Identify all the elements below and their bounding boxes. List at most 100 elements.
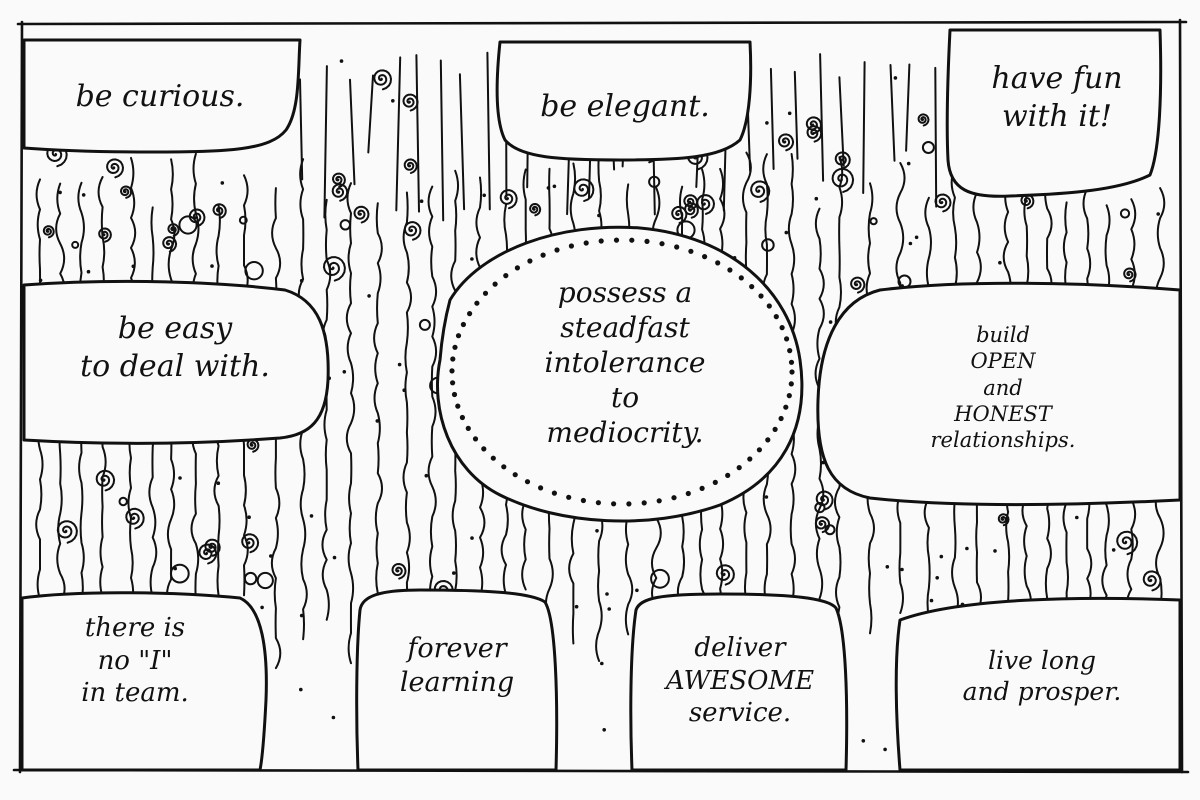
doodle-stroke (905, 63, 911, 152)
doodle-dot (814, 196, 819, 201)
doodle-spiral (934, 193, 952, 213)
doodle-stroke (793, 70, 799, 160)
doodle-dot (883, 747, 887, 752)
doodle-spiral (125, 507, 145, 530)
center-ring-dot (449, 368, 455, 374)
doodle-dot (885, 565, 890, 569)
doodle-spiral (241, 533, 260, 554)
center-ring-dot (629, 237, 635, 243)
doodle-dot (908, 241, 913, 246)
doodle-spiral (120, 185, 133, 199)
center-ring-dot (712, 479, 718, 485)
bubble-learning (355, 588, 559, 772)
center-ring-dot (524, 479, 531, 485)
center-ring-dot (727, 267, 733, 273)
doodle-circle (1119, 208, 1131, 219)
doodle-spiral (198, 543, 218, 565)
doodle-dot (299, 278, 304, 283)
doodle-stroke (299, 78, 304, 181)
text-deliver-service: deliver AWESOME service. (665, 633, 815, 728)
center-ring-dot (772, 426, 778, 432)
doodle-dot (1111, 548, 1116, 552)
doodle-circle (650, 568, 670, 589)
bubble-service (629, 592, 849, 772)
center-ring-dot (788, 381, 794, 387)
doodle-dot (367, 294, 371, 298)
doodle-stroke (889, 64, 896, 162)
doodle-dot (299, 687, 303, 692)
center-ring-dot (611, 501, 617, 507)
doodle-circle (339, 219, 351, 231)
doodle-circle (238, 215, 248, 225)
doodle-spiral (167, 223, 180, 237)
center-ring-dot (527, 258, 533, 264)
doodle-circle (71, 240, 80, 249)
bubble-team (20, 591, 268, 772)
center-ring-dot (580, 497, 587, 504)
center-ring-dot (554, 247, 560, 253)
bubble-center (436, 225, 804, 523)
doodle-dot (339, 59, 344, 63)
doodle-stroke (367, 74, 374, 154)
center-ring-dot (747, 456, 753, 462)
doodle-spiral (715, 564, 735, 586)
doodle-stroke (819, 53, 825, 182)
center-ring-dot (551, 490, 558, 496)
doodle-dot (574, 604, 579, 609)
doodle-dot (828, 320, 833, 324)
center-ring-dot (512, 472, 518, 478)
doodle-spiral (212, 203, 227, 220)
bubble-elegant (495, 40, 753, 162)
text-have-fun: have fun with it! (991, 61, 1123, 134)
center-ring-dot (450, 380, 456, 386)
doodle-dot (342, 370, 347, 374)
doodle-dot (260, 605, 264, 610)
center-ring-dot (540, 252, 546, 258)
doodle-dot (424, 473, 429, 478)
center-ring-dot (595, 500, 602, 506)
doodle-dot (375, 419, 380, 423)
doodle-spiral (1142, 570, 1162, 592)
bubble-prosper (894, 596, 1182, 772)
bubble-curious (22, 38, 302, 154)
center-ring-dot (598, 238, 604, 244)
text-live-long: live long and prosper. (962, 646, 1122, 707)
doodle-dot (765, 121, 769, 125)
center-ring-dot (725, 472, 731, 478)
center-ring-dot (566, 494, 572, 500)
doodle-dot (546, 186, 551, 190)
center-ring-dot (626, 501, 632, 507)
doodle-dot (914, 235, 919, 240)
center-ring-dot (688, 248, 694, 254)
frame-top-line (16, 20, 1188, 26)
doodle-spiral (573, 178, 595, 202)
doodle-dot (131, 264, 136, 269)
center-ring-dot (773, 314, 779, 320)
doodle-spiral (42, 225, 55, 239)
doodle-dot (1156, 212, 1160, 216)
center-ring-dot (786, 393, 792, 399)
center-ring-dot (783, 404, 789, 410)
center-ring-dot (671, 495, 677, 501)
doodle-circle (921, 141, 935, 154)
doodle-spiral (917, 113, 930, 127)
doodle-stroke (486, 51, 491, 211)
text-forever-learning: forever learning (399, 633, 515, 698)
center-ring-dot (738, 275, 744, 281)
doodle-dot (602, 728, 606, 732)
doodle-dot (605, 592, 609, 596)
center-ring-dot (685, 490, 691, 497)
text-be-elegant: be elegant. (540, 89, 710, 124)
doodle-circle (418, 318, 431, 331)
doodle-dot (597, 213, 601, 218)
doodle-stroke (349, 78, 356, 186)
center-dotted-ring (449, 237, 795, 507)
center-ring-dot (501, 464, 507, 470)
center-ring-dot (758, 293, 764, 299)
doodle-dot (607, 607, 611, 611)
doodle-circle (814, 502, 826, 514)
doodle-spiral (373, 69, 392, 91)
doodle-dot (998, 260, 1002, 265)
center-ring-dot (459, 414, 465, 421)
